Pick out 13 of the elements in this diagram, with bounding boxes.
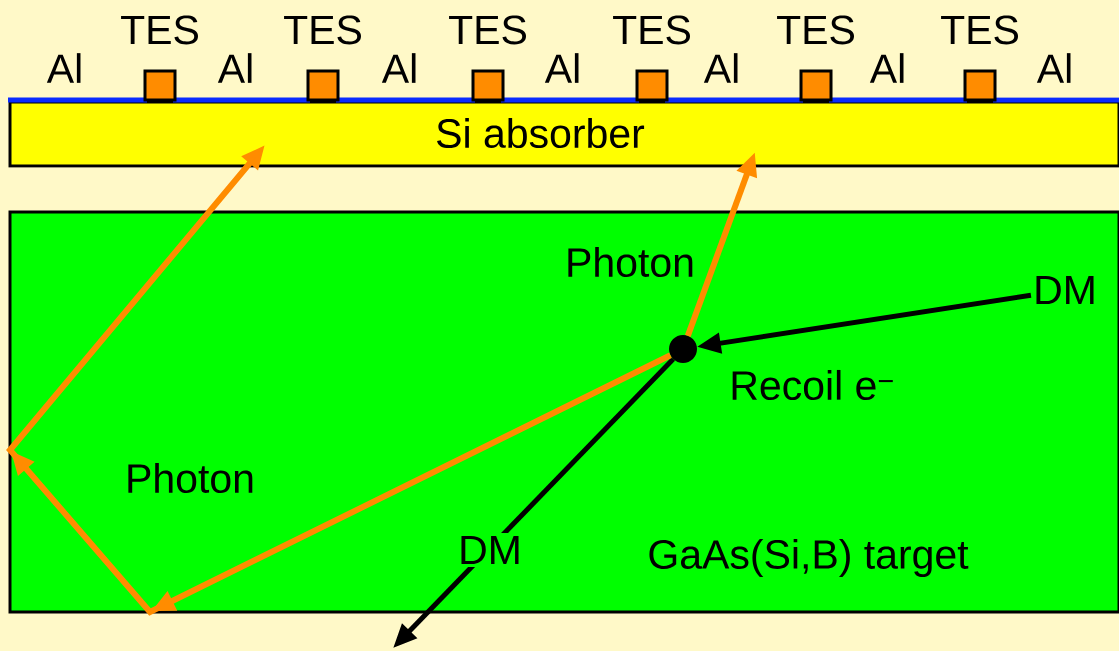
interaction-dot: [669, 335, 697, 363]
edge-label: DM: [455, 532, 525, 568]
particle-label: DM: [1036, 275, 1094, 305]
sensor-label: TES: [449, 15, 526, 45]
sensor-label: TES: [777, 15, 854, 45]
particle-label: Recoil e$^{−}$: [732, 369, 893, 401]
edge-label: Photon: [562, 243, 698, 281]
sensor-label: TES: [121, 15, 198, 45]
sensor-label: TES: [613, 15, 690, 45]
absorber-bar: Si absorber: [8, 100, 1119, 168]
edge-label: Photon: [122, 459, 258, 497]
sensor-label: TES: [284, 15, 361, 45]
sensor-label: TES: [941, 15, 1018, 45]
